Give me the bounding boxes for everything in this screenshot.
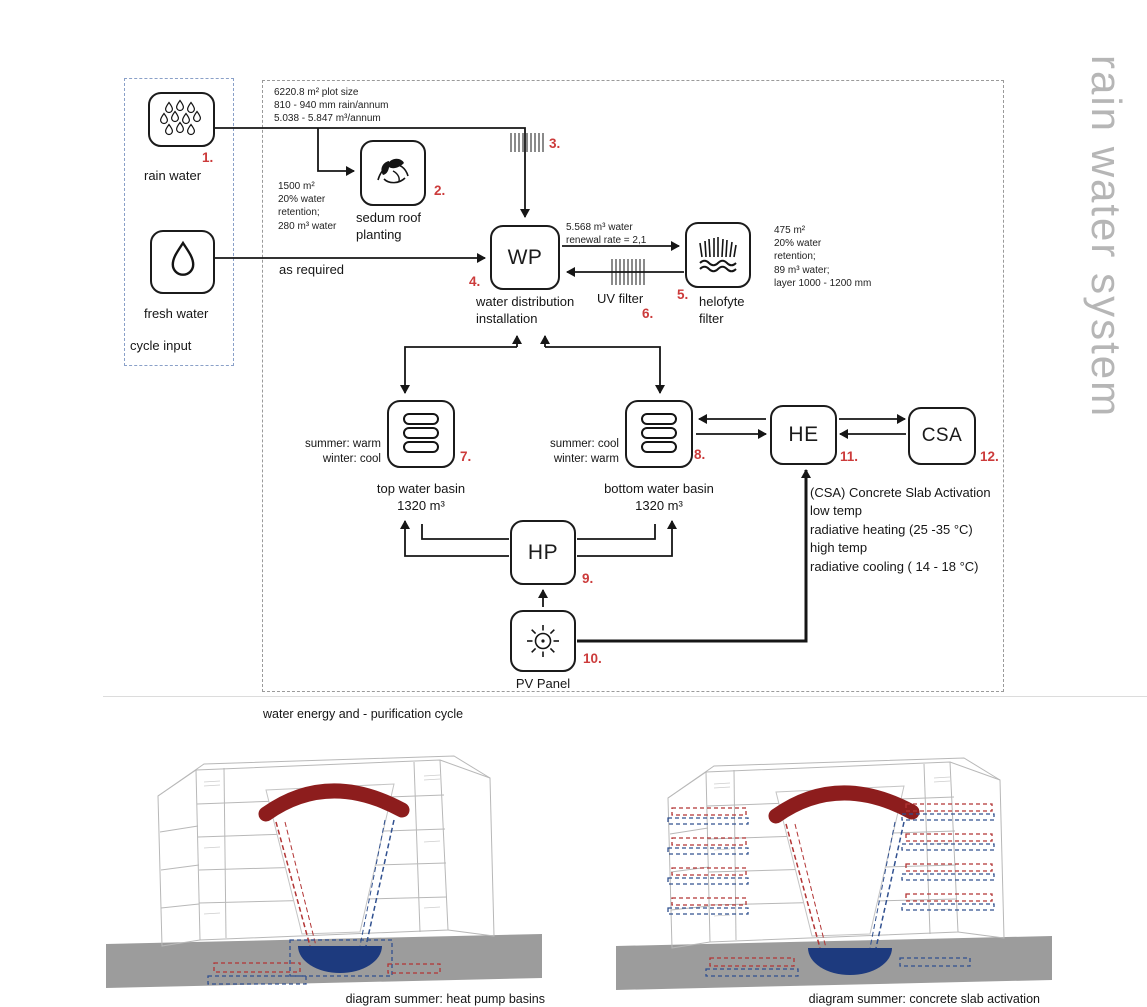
step-number-6: 6.	[642, 306, 654, 321]
fresh-water-node	[150, 230, 215, 294]
he-abbr: HE	[788, 423, 819, 446]
helofyte-filter-node	[685, 222, 751, 288]
bottom-water-basin-node	[625, 400, 693, 468]
step-number-5: 5.	[677, 287, 689, 302]
wp-abbr: WP	[507, 245, 543, 269]
helofyte-filter-label: helofyte filter	[699, 294, 745, 326]
rain-water-node	[148, 92, 215, 147]
top-basin-label: top water basin 1320 m³	[376, 481, 466, 513]
cycle-caption: water energy and - purification cycle	[263, 707, 464, 721]
hp-abbr: HP	[527, 540, 559, 564]
step-number-3: 3.	[549, 136, 561, 151]
step-number-11: 11.	[840, 449, 859, 464]
sedum-roof-node	[360, 140, 426, 206]
fresh-water-label: fresh water	[144, 306, 209, 321]
building-diagram-concrete-slab	[605, 722, 1063, 990]
csa-node: CSA	[908, 407, 976, 465]
step-number-2: 2.	[434, 183, 446, 198]
rain-drops-icon	[159, 98, 201, 135]
step-number-8: 8.	[694, 447, 706, 462]
sun-icon	[527, 625, 559, 657]
he-node: HE	[770, 405, 837, 465]
top-water-basin-node	[387, 400, 455, 468]
step-number-1: 1.	[202, 150, 214, 165]
wp-label: water distribution installation	[476, 294, 575, 326]
wp-node: WP	[490, 225, 560, 290]
hp-node: HP	[510, 520, 576, 585]
uv-filter-hatch-icon	[611, 259, 645, 285]
bottom-basin-label: bottom water basin 1320 m³	[604, 481, 714, 513]
right-diagram-caption: diagram summer: concrete slab activation	[808, 992, 1040, 1006]
basin-disks-icon	[403, 413, 439, 453]
filter-hatch-icon	[510, 133, 544, 152]
bottom-basin-season-label: summer: cool winter: warm	[549, 438, 619, 465]
top-basin-season-label: summer: warm winter: cool	[304, 438, 381, 465]
as-required-label: as required	[279, 262, 345, 277]
step-number-9: 9.	[582, 571, 594, 586]
sedum-roof-label: sedum roof planting	[356, 210, 422, 242]
page-title: rain water system	[1083, 55, 1130, 419]
plot-info: 6220.8 m² plot size 810 - 940 mm rain/an…	[274, 87, 389, 125]
sedum-annotation: 1500 m² 20% water retention; 280 m³ wate…	[278, 181, 337, 232]
section-divider	[103, 696, 1147, 697]
uv-filter-label: UV filter	[597, 291, 644, 306]
basin-disks-icon	[641, 413, 677, 453]
cycle-input-frame	[124, 78, 234, 366]
renewal-annotation: 5.568 m³ water renewal rate = 2,1	[566, 222, 647, 247]
csa-note: (CSA) Concrete Slab Activation low temp …	[810, 485, 991, 574]
cycle-input-caption: cycle input	[130, 338, 192, 353]
water-drop-icon	[171, 240, 194, 276]
sedum-plant-icon	[377, 158, 409, 184]
step-number-7: 7.	[460, 449, 472, 464]
helofyte-annotation: 475 m² 20% water retention; 89 m³ water;…	[774, 225, 872, 289]
pv-panel-label: PV Panel	[515, 676, 571, 691]
left-diagram-caption: diagram summer: heat pump basins	[345, 992, 545, 1006]
purification-cycle-frame	[262, 80, 1004, 692]
step-number-4: 4.	[469, 274, 481, 289]
step-number-10: 10.	[583, 651, 602, 666]
rain-water-label: rain water	[144, 168, 202, 183]
building-diagram-heat-pump	[103, 720, 545, 988]
csa-abbr: CSA	[921, 425, 963, 446]
step-number-12: 12.	[980, 449, 999, 464]
pv-panel-node	[510, 610, 576, 672]
helofyte-grass-icon	[699, 237, 737, 273]
